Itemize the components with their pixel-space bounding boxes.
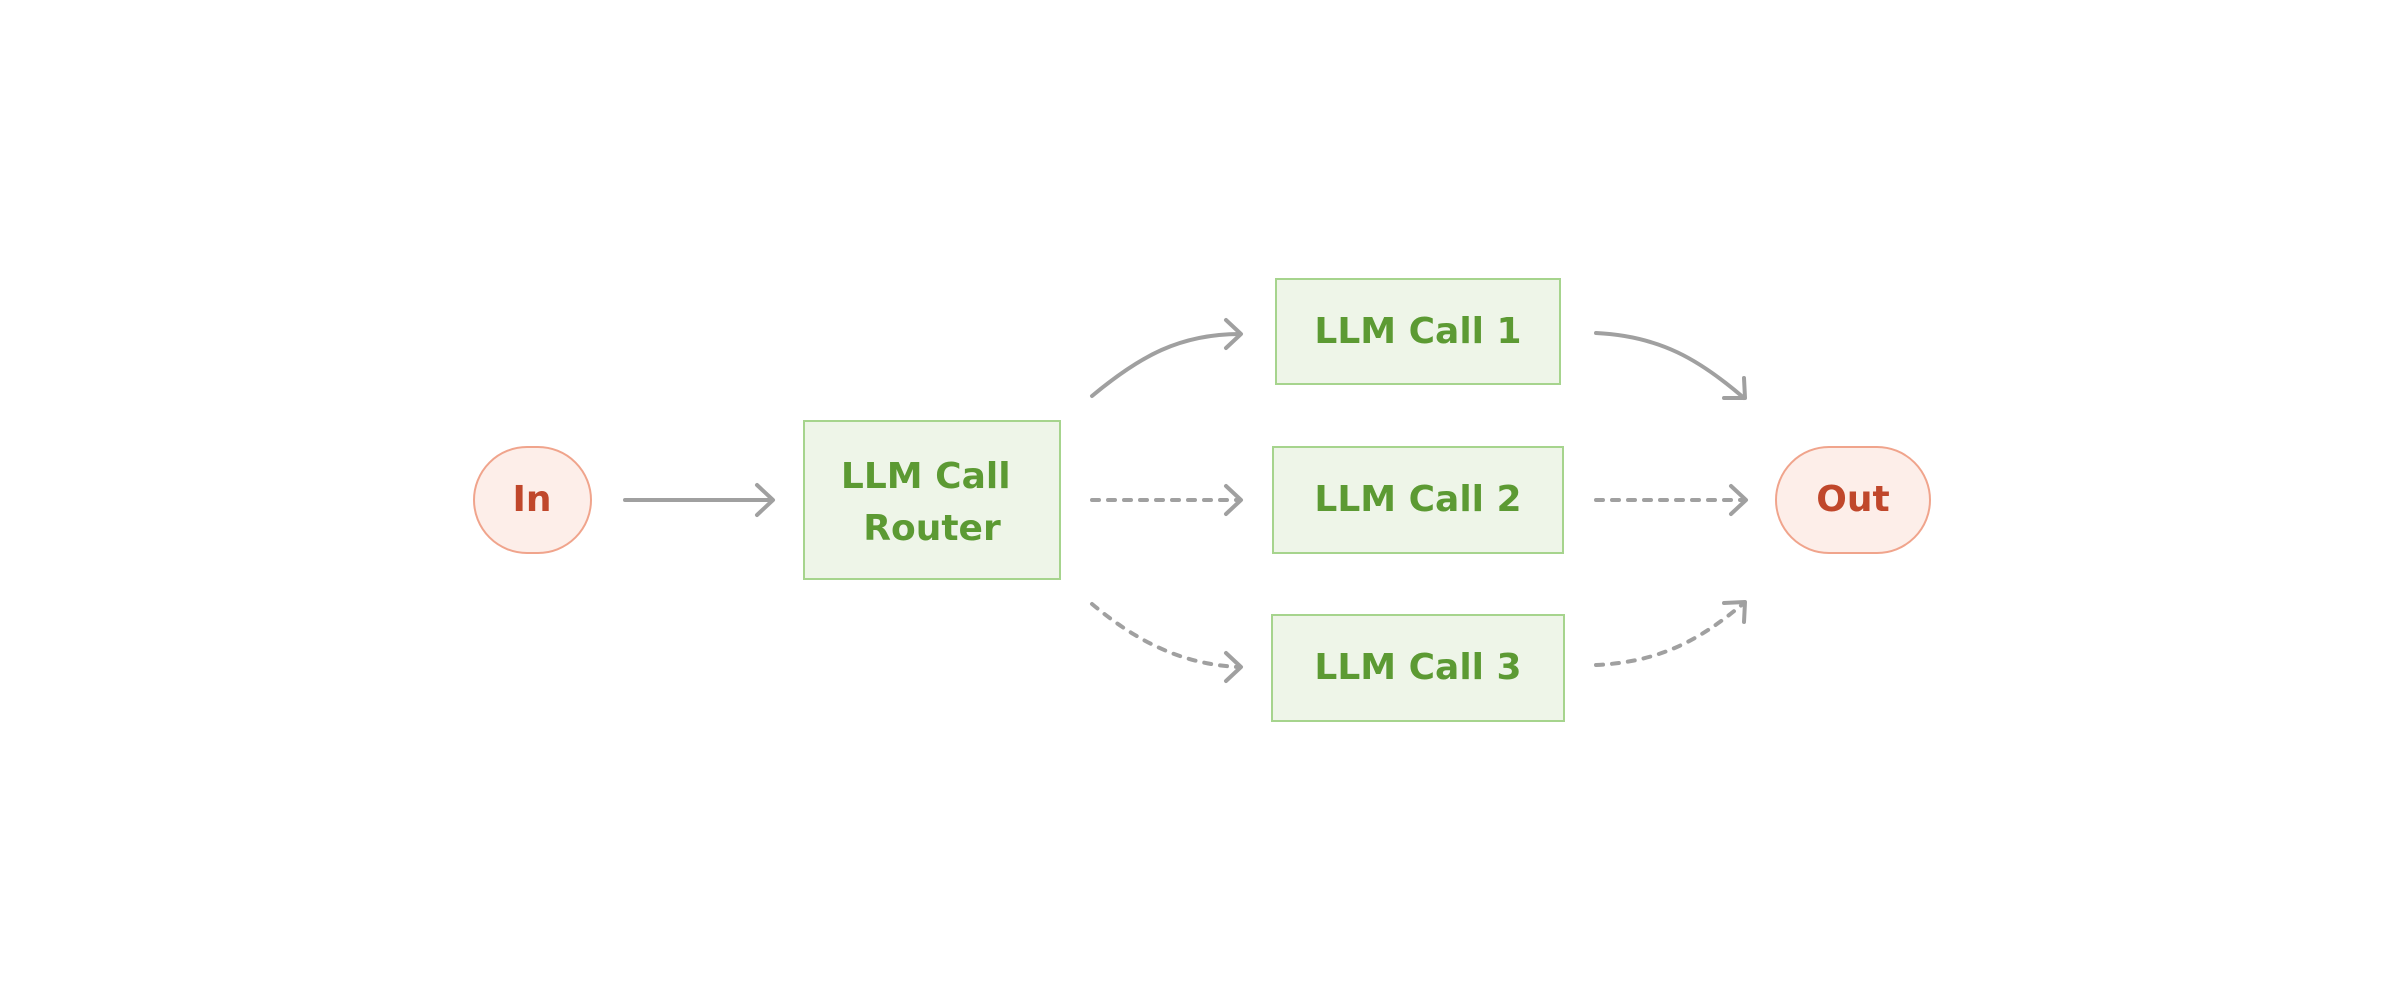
arrow-router-to-call2 <box>1090 484 1243 516</box>
router-node-label-line2: Router <box>863 508 1001 549</box>
llm-call-2-shape <box>1272 446 1564 554</box>
input-node-label: In <box>512 479 551 520</box>
router-node-shape <box>803 420 1061 580</box>
input-node-shape <box>473 446 592 554</box>
output-node: Out <box>1775 446 1931 554</box>
arrow-router-to-call3 <box>1090 602 1243 683</box>
router-node: LLM Call Router <box>803 420 1061 580</box>
llm-call-1-node: LLM Call 1 <box>1275 278 1561 385</box>
llm-call-2-label: LLM Call 2 <box>1314 479 1521 520</box>
router-node-text: LLM Call Router <box>841 456 1023 549</box>
arrow-call1-to-output <box>1594 331 1747 400</box>
llm-call-2-node: LLM Call 2 <box>1272 446 1564 554</box>
llm-call-3-node: LLM Call 3 <box>1271 614 1565 722</box>
llm-call-1-label: LLM Call 1 <box>1314 311 1521 352</box>
output-node-shape <box>1775 446 1931 554</box>
llm-call-3-label: LLM Call 3 <box>1314 647 1521 688</box>
arrow-call2-to-output <box>1594 484 1748 516</box>
arrow-call3-to-output <box>1594 600 1747 667</box>
arrow-router-to-call1 <box>1090 318 1243 398</box>
llm-call-1-shape <box>1275 278 1561 385</box>
llm-call-3-shape <box>1271 614 1565 722</box>
output-node-label: Out <box>1816 479 1889 520</box>
arrow-input-to-router <box>623 483 775 517</box>
input-node: In <box>473 446 592 554</box>
router-node-label-line1: LLM Call <box>841 456 1011 497</box>
